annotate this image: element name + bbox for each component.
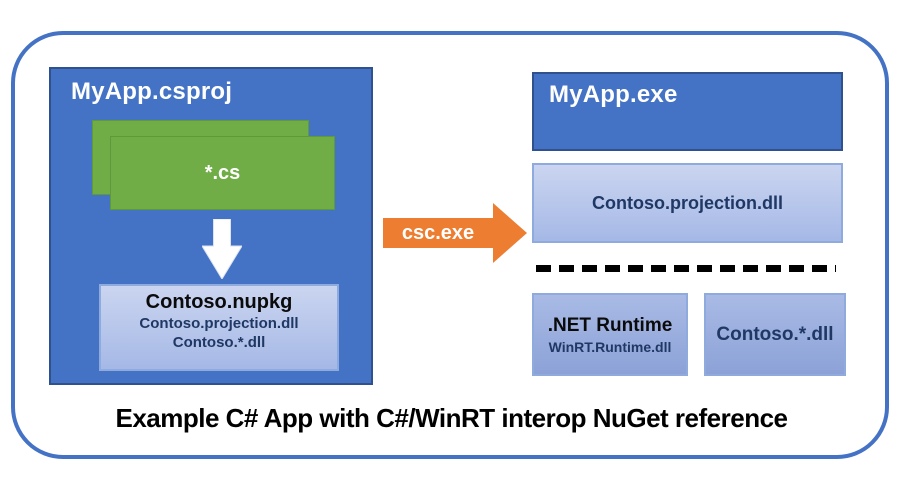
nupkg-content-line: Contoso.*.dll [172, 334, 266, 351]
csc-exe-arrow: csc.exe [383, 203, 527, 263]
projection-dll-label: Contoso.projection.dll [592, 192, 783, 213]
cs-files-front-card: *.cs [110, 136, 335, 210]
myapp-exe-box: MyApp.exe [532, 72, 843, 151]
nupkg-title: Contoso.nupkg [145, 291, 293, 313]
contoso-nupkg-box: Contoso.nupkg Contoso.projection.dll Con… [99, 284, 339, 371]
csproj-title: MyApp.csproj [71, 78, 233, 105]
nupkg-content-line: Contoso.projection.dll [139, 315, 299, 332]
exe-title: MyApp.exe [549, 81, 678, 108]
cs-files-label: *.cs [204, 161, 241, 184]
process-boundary-dashed-line [536, 265, 836, 272]
runtime-title: .NET Runtime [547, 314, 673, 336]
contoso-dll-label: Contoso.*.dll [716, 323, 834, 345]
diagram-caption: Example C# App with C#/WinRT interop NuG… [115, 403, 788, 433]
csc-exe-label: csc.exe [401, 222, 475, 244]
contoso-projection-dll-box: Contoso.projection.dll [532, 163, 843, 243]
contoso-dll-box: Contoso.*.dll [704, 293, 846, 376]
runtime-subtitle: WinRT.Runtime.dll [548, 338, 672, 355]
myapp-csproj-box: MyApp.csproj *.cs Contoso.nupkg Contoso.… [49, 67, 373, 385]
down-arrow-icon [202, 219, 242, 279]
right-arrow-icon [383, 203, 527, 263]
diagram-rounded-border [11, 31, 889, 459]
dotnet-runtime-box: .NET Runtime WinRT.Runtime.dll [532, 293, 688, 376]
